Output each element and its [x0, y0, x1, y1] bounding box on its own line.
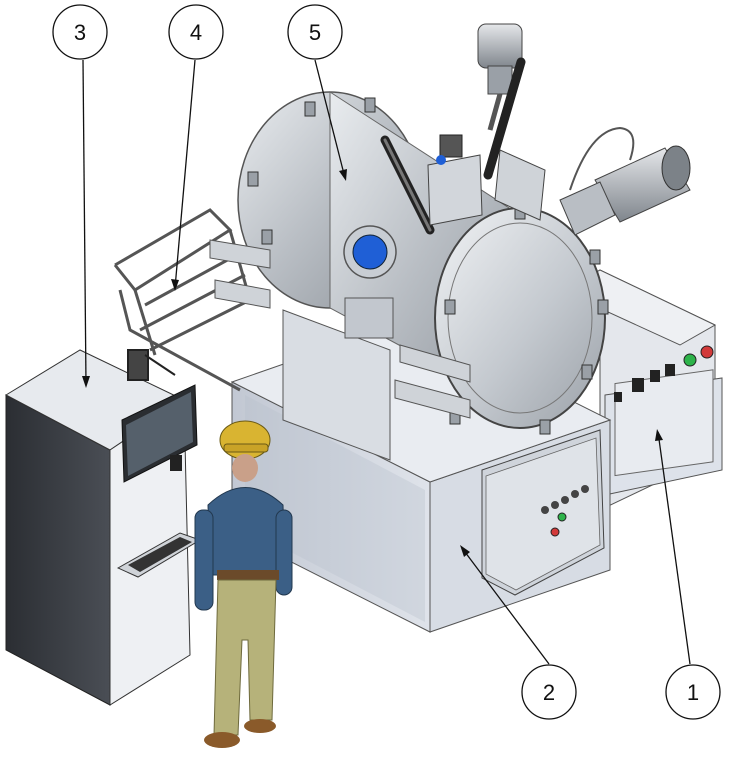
door-clamps — [247, 97, 609, 435]
leader-arrowheads — [82, 169, 663, 557]
vacuum-chamber-5 — [209, 91, 609, 461]
callout-2: 2 — [521, 664, 577, 720]
mouse-device — [170, 455, 182, 471]
callout-4: 4 — [168, 4, 224, 60]
side-motor — [559, 145, 691, 236]
callout-1-label: 1 — [687, 680, 699, 705]
control-buttons — [614, 345, 714, 402]
valve-assembly — [427, 134, 546, 226]
cable-tray — [127, 349, 176, 381]
callout-3-label: 3 — [74, 20, 86, 45]
monitor — [121, 384, 198, 483]
callout-5-label: 5 — [309, 20, 321, 45]
viewport-window — [343, 225, 397, 279]
callout-4-label: 4 — [190, 20, 202, 45]
callout-3: 3 — [52, 4, 108, 60]
top-motor — [477, 23, 523, 131]
computer-cabinet-3 — [4, 349, 202, 706]
diagonal-pipes — [380, 57, 526, 235]
cable — [569, 126, 635, 191]
callout-5: 5 — [287, 4, 343, 60]
electrical-box — [481, 429, 605, 596]
leader-lines — [82, 59, 691, 665]
callout-2-label: 2 — [543, 680, 555, 705]
callout-1: 1 — [665, 664, 721, 720]
worker-figure — [194, 420, 293, 748]
